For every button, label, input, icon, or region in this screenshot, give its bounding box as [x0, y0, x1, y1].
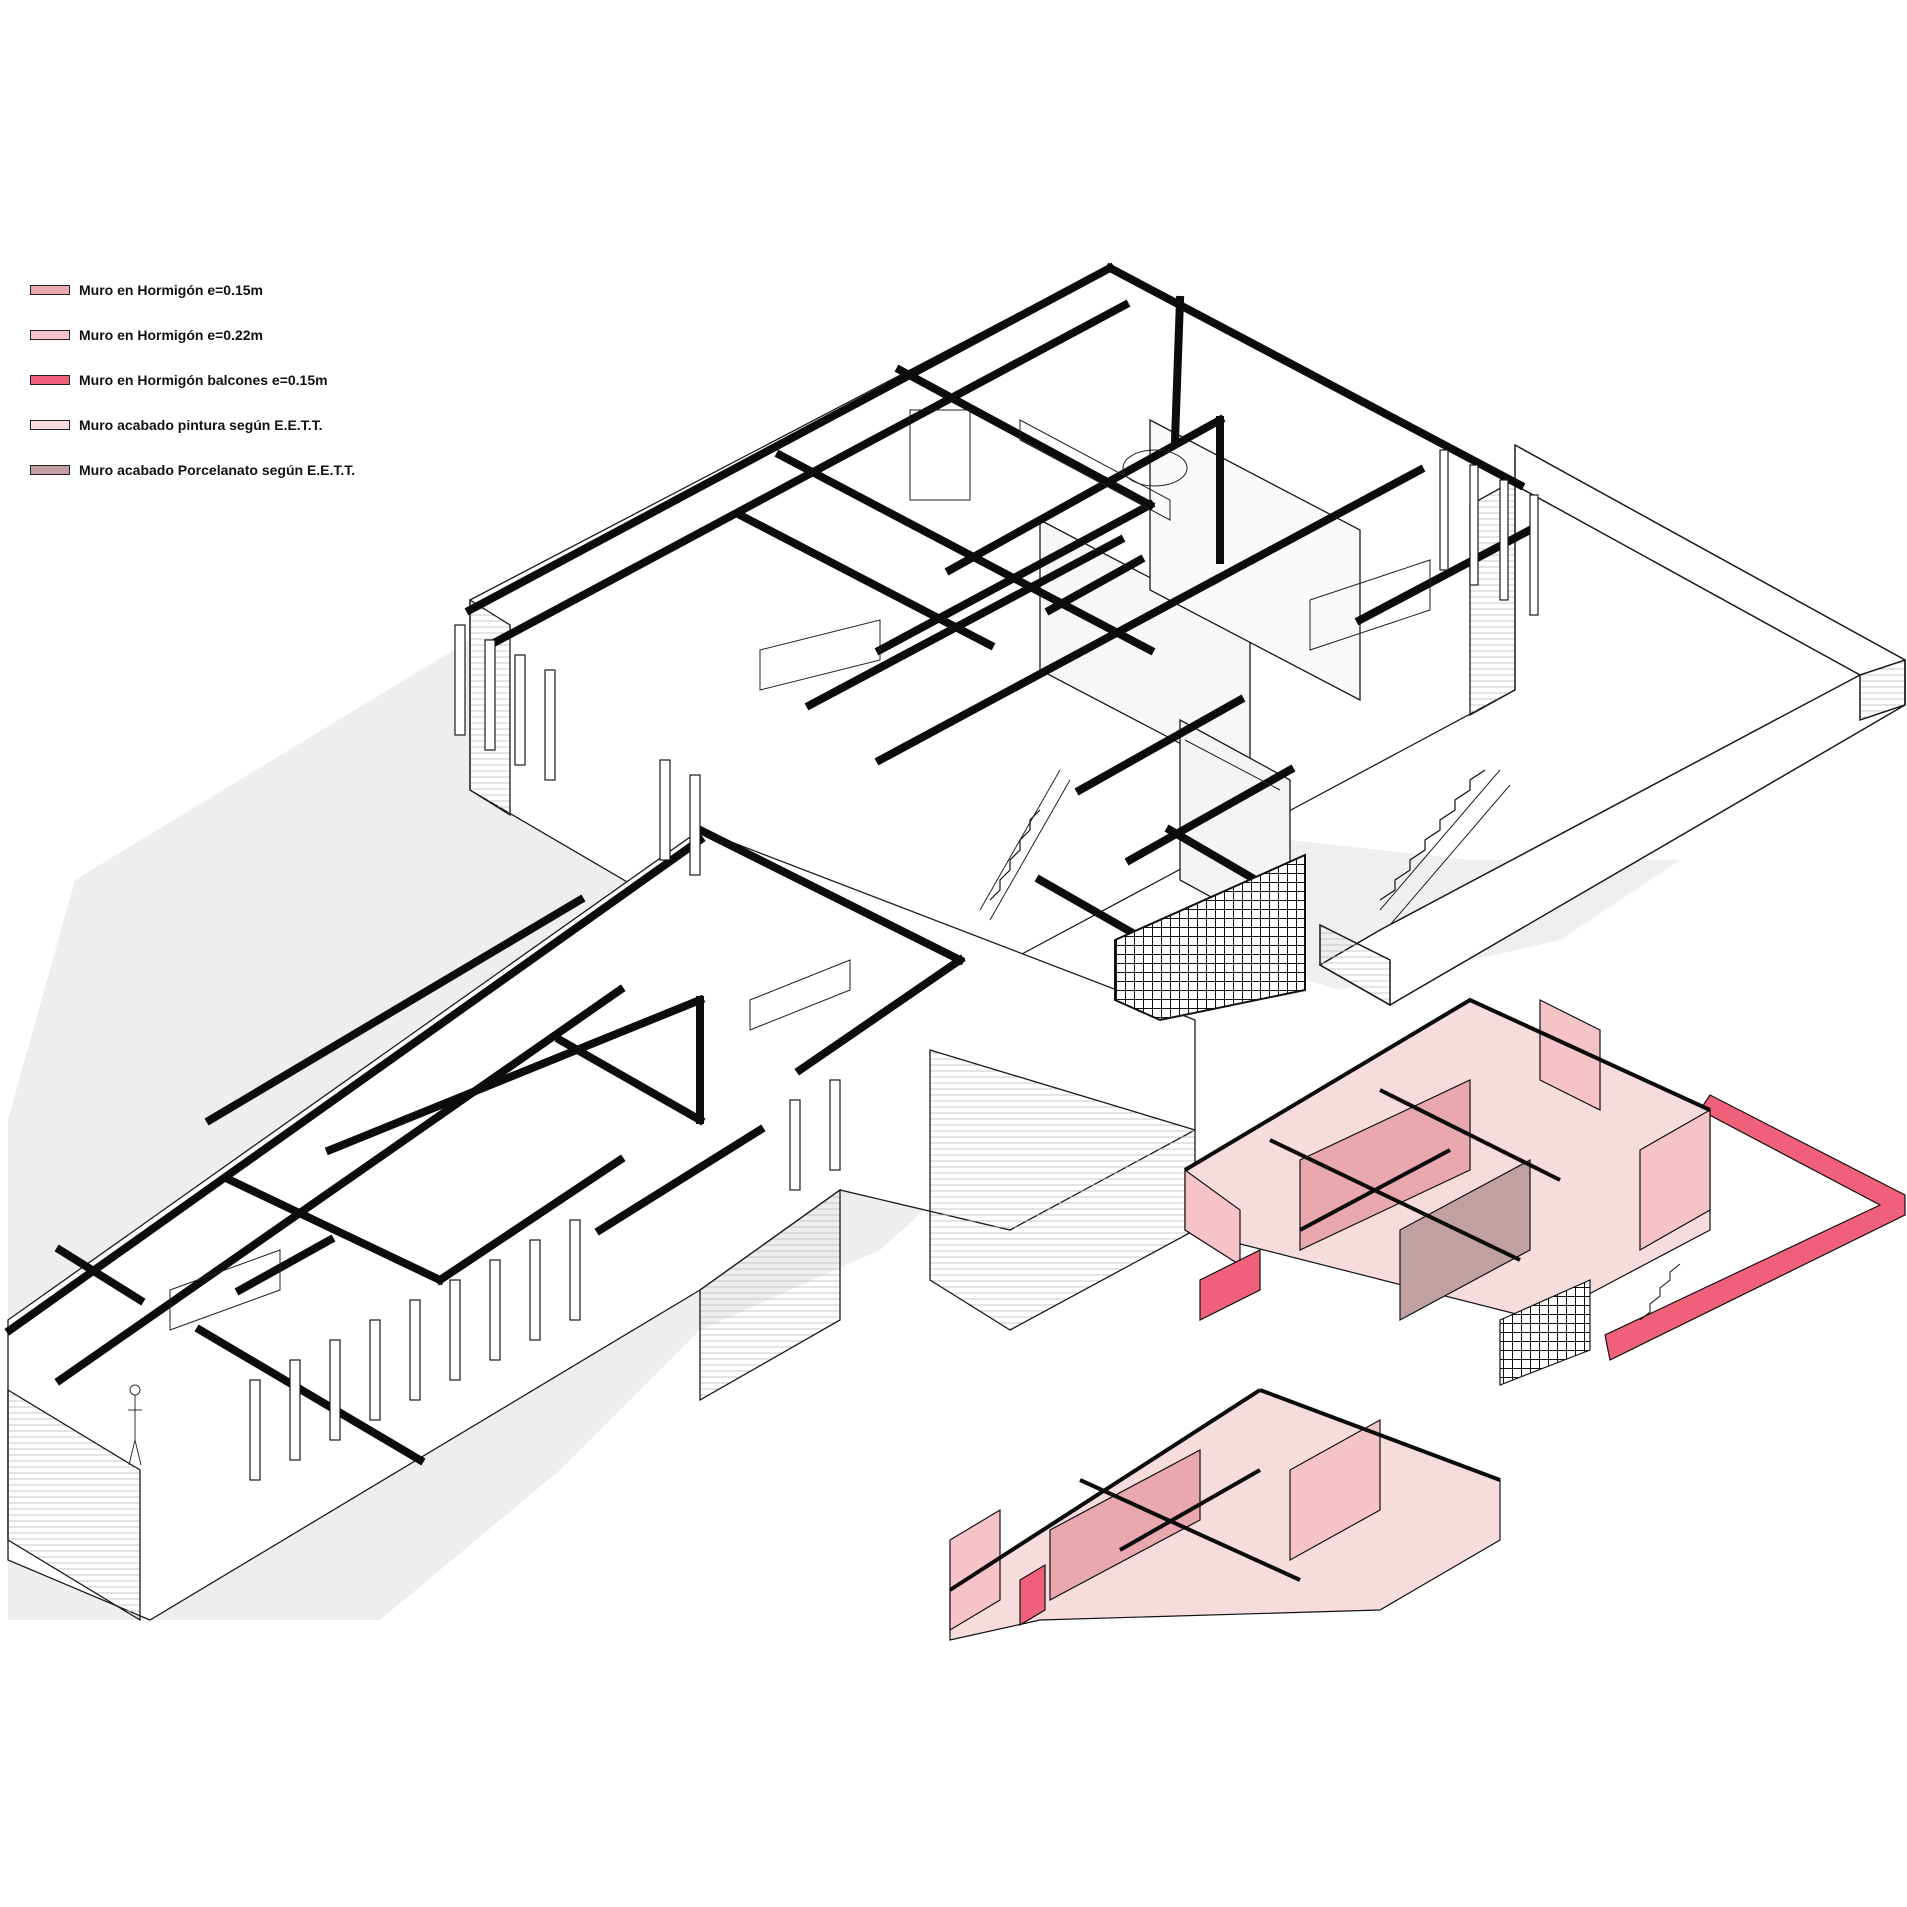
terrace-ring-small [1604, 1094, 1906, 1361]
legend-item-balcony-wall: Muro en Hormigón balcones e=0.15m [30, 370, 328, 390]
interior-details [169, 409, 1511, 1331]
human-figure-icon [128, 1384, 142, 1466]
legend-swatch-concrete-015 [30, 285, 70, 295]
legend-swatch-paint-finish [30, 420, 70, 430]
legend-label-concrete-015: Muro en Hormigón e=0.15m [79, 282, 263, 298]
main-axonometric [4, 262, 1906, 1622]
legend-item-porcelain-finish: Muro acabado Porcelanato según E.E.T.T. [30, 460, 355, 480]
legend-label-porcelain-finish: Muro acabado Porcelanato según E.E.T.T. [79, 462, 356, 478]
legend-label-concrete-022: Muro en Hormigón e=0.22m [79, 327, 263, 343]
terrace-ring [1318, 443, 1906, 1007]
legend-swatch-concrete-022 [30, 330, 70, 340]
legend-label-paint-finish: Muro acabado pintura según E.E.T.T. [79, 417, 323, 433]
legend-label-balcony-wall: Muro en Hormigón balcones e=0.15m [79, 372, 328, 388]
finish-axonometric [948, 997, 1906, 1641]
legend-item-concrete-015: Muro en Hormigón e=0.15m [30, 280, 263, 300]
grille-screen-small [1499, 1279, 1591, 1386]
grille-screen [1114, 853, 1306, 1022]
legend-swatch-balcony-wall [30, 375, 70, 385]
vertical-fins [249, 449, 1539, 1481]
legend-item-paint-finish: Muro acabado pintura según E.E.T.T. [30, 415, 322, 435]
cut-walls [4, 262, 1536, 1466]
stair-small [1639, 1263, 1681, 1321]
small-walls [949, 999, 1711, 1641]
stair [989, 769, 1486, 901]
small-cut-walls [948, 997, 1711, 1592]
legend-swatch-porcelain-finish [30, 465, 70, 475]
legend-item-concrete-022: Muro en Hormigón e=0.22m [30, 325, 263, 345]
